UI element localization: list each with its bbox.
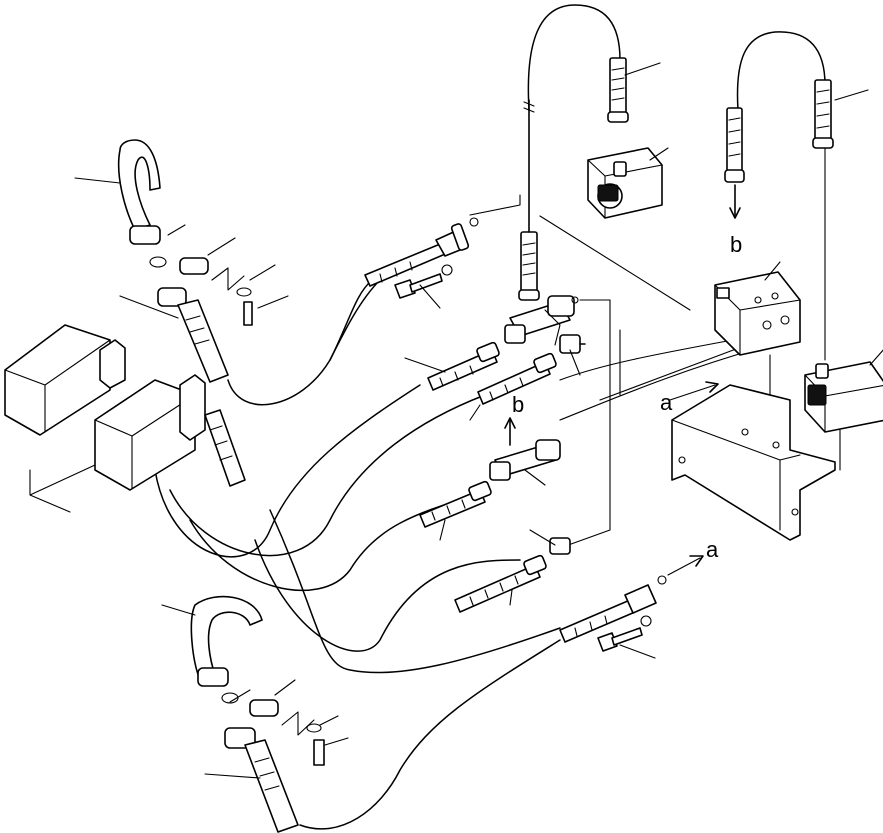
hose-upper-long — [227, 279, 373, 406]
hose-valve-5 — [269, 509, 561, 674]
pipe-right-4 — [559, 299, 611, 549]
control-valve-left — [4, 324, 111, 436]
hose-upper-long-2 — [329, 279, 381, 361]
hose-bottom-long — [299, 639, 561, 830]
label-b-middle: b — [512, 392, 524, 417]
control-valve-right — [94, 379, 196, 491]
label-a-top: a — [660, 390, 673, 415]
pipe-right-1 — [559, 334, 761, 381]
hose-top-loop-1 — [527, 4, 621, 111]
leader-lines — [74, 62, 883, 779]
label-a-bottom: a — [706, 537, 719, 562]
manifold-block — [714, 271, 801, 356]
right-lower-valve — [804, 361, 883, 433]
top-right-valve — [587, 147, 663, 219]
top-center-hose-fitting — [518, 99, 540, 301]
hose-lines — [154, 4, 841, 830]
left-upper-parts — [117, 139, 253, 383]
label-b-right: b — [730, 232, 742, 257]
center-fittings — [364, 217, 667, 652]
pipe-right-3 — [599, 339, 761, 401]
hose-valve-2 — [169, 394, 486, 557]
left-lower-parts — [190, 595, 325, 833]
hose-top-loop-2 — [736, 31, 826, 111]
hose-valve-1 — [154, 384, 421, 558]
mounting-bracket — [671, 384, 836, 541]
pipe-right-2 — [559, 344, 771, 421]
left-control-valves — [4, 324, 246, 513]
top-right-hose-fitting — [607, 57, 629, 123]
far-top-right-fittings — [724, 79, 834, 219]
hose-valve-4 — [254, 539, 521, 652]
pipe-right-5 — [539, 215, 691, 311]
